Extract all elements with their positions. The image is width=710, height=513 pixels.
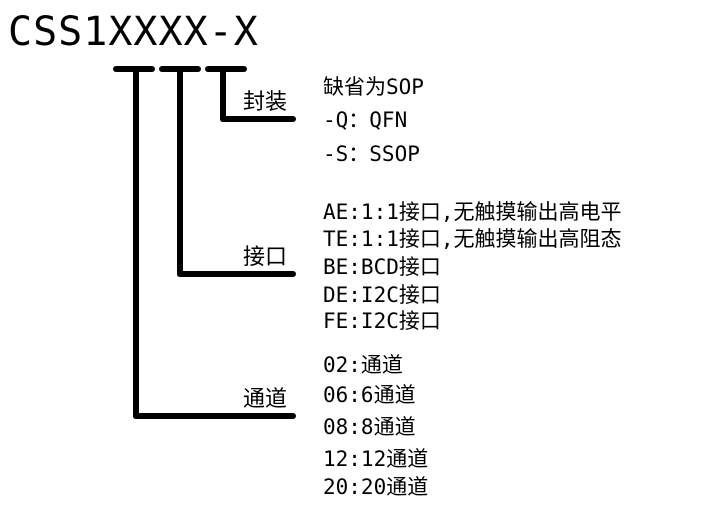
part-number-title: CSS1XXXX-X — [8, 9, 259, 55]
interface-option: AE:1:1接口,无触摸输出高电平 — [323, 200, 622, 224]
channel-option: 02:通道 — [323, 353, 403, 377]
package-option: -Q：QFN — [323, 108, 408, 132]
interface-option: DE:I2C接口 — [323, 283, 441, 307]
bracket-package-top — [205, 66, 247, 72]
package-connector-horizontal — [220, 116, 296, 122]
interface-option: TE:1:1接口,无触摸输出高阻态 — [323, 227, 622, 251]
interface-connector-vertical — [177, 68, 183, 277]
channel-connector-horizontal — [133, 413, 296, 419]
channel-option: 20:20通道 — [323, 475, 429, 499]
interface-label: 接口 — [243, 245, 288, 270]
interface-option: BE:BCD接口 — [323, 255, 441, 279]
interface-option: FE:I2C接口 — [323, 309, 441, 333]
package-option: 缺省为SOP — [323, 75, 424, 99]
package-connector-vertical — [220, 68, 226, 122]
interface-connector-horizontal — [177, 271, 296, 277]
channel-option: 12:12通道 — [323, 447, 429, 471]
channel-option: 08:8通道 — [323, 415, 416, 439]
package-option: -S：SSOP — [323, 142, 420, 166]
package-label: 封装 — [243, 90, 288, 115]
channel-option: 06:6通道 — [323, 383, 416, 407]
channel-connector-vertical — [133, 68, 139, 419]
channel-label: 通道 — [243, 387, 288, 412]
